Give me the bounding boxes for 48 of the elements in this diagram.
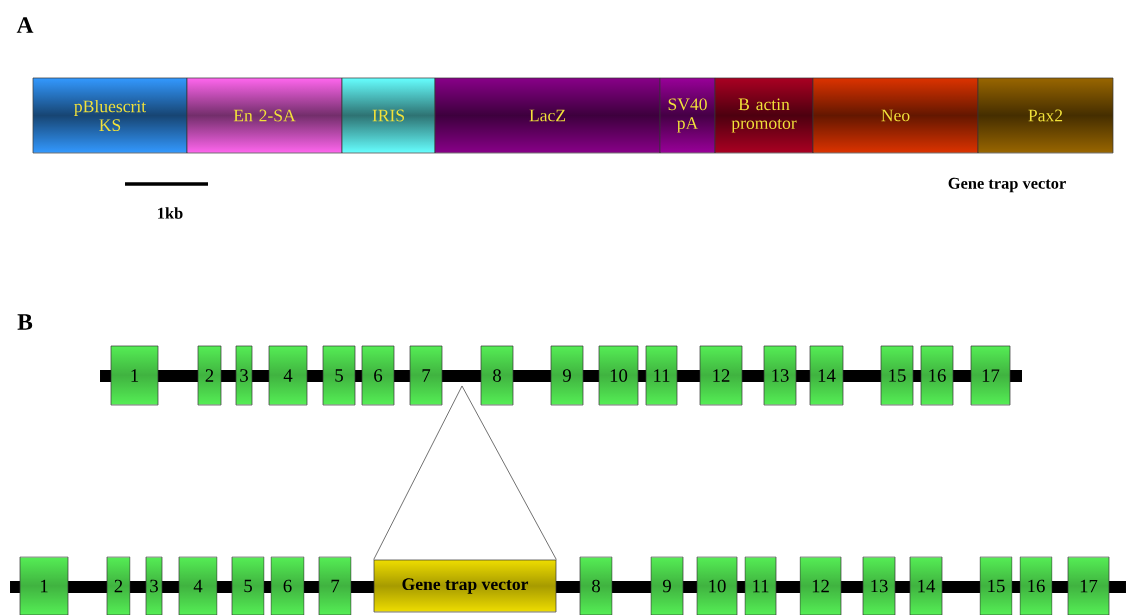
vector-segment: B actin promotor [714,77,814,154]
exon-box: 6 [361,345,395,406]
exon-box: 1 [110,345,159,406]
exon-box: 13 [862,556,896,615]
exon-box: 3 [235,345,253,406]
exon-box: 1 [19,556,69,615]
exon-box: 4 [268,345,308,406]
exon-box: 5 [322,345,356,406]
exon-box: 17 [970,345,1011,406]
exon-box: 9 [650,556,684,615]
insertion-line [461,385,557,560]
exon-box: 14 [809,345,844,406]
exon-box: 2 [106,556,131,615]
lettered-panel-label: B [17,314,33,330]
exon-box: 6 [270,556,305,615]
exon-box: 8 [579,556,613,615]
vector-caption: Gene trap vector [948,177,1066,193]
exon-box: 10 [696,556,738,615]
scale-label: 1kb [158,207,183,219]
exon-box: 10 [598,345,639,406]
exon-box: 12 [699,345,743,406]
vector-segment: SV40 pA [659,77,716,154]
vector-segment: Neo [812,77,979,154]
exon-box: 16 [920,345,954,406]
exon-box: 7 [318,556,352,615]
exon-box: 15 [979,556,1013,615]
exon-box: 8 [480,345,514,406]
vector-segment: IRIS [341,77,436,154]
vector-segment: pBluescrit KS [32,77,188,154]
exon-box: 16 [1019,556,1053,615]
exon-box: 5 [231,556,265,615]
exon-box: 11 [645,345,678,406]
exon-box: 4 [178,556,218,615]
vector-segment: Pax2 [977,77,1114,154]
exon-box: 11 [744,556,777,615]
exon-box: 13 [763,345,797,406]
exon-box: 14 [909,556,943,615]
exon-box: 15 [880,345,914,406]
exon-box: 17 [1067,556,1110,615]
exon-box: 7 [409,345,443,406]
gene-trap-vector-box: Gene trap vector [373,559,557,613]
vector-segment: En 2-SA [186,77,343,154]
lettered-panel-label: A [16,17,34,33]
exon-box: 2 [197,345,222,406]
exon-box: 9 [550,345,584,406]
insertion-line [373,385,463,560]
exon-box: 3 [145,556,163,615]
exon-box: 12 [799,556,842,615]
